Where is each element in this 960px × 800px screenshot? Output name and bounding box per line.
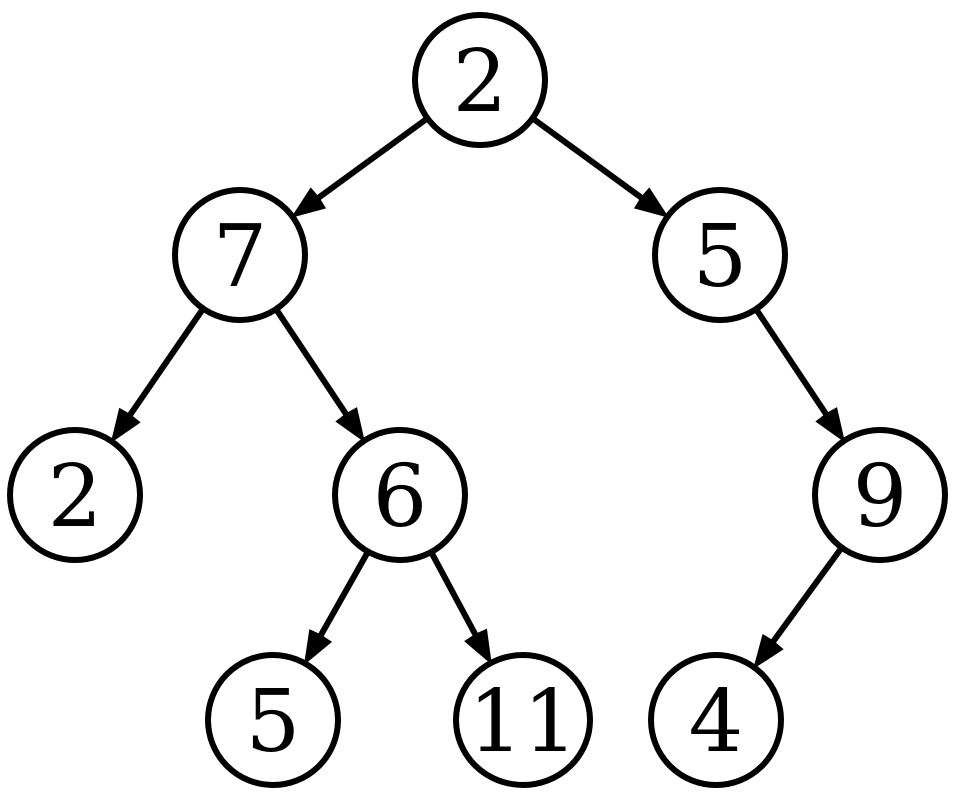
node-9-label: 9	[853, 447, 908, 547]
edge-6-to-5	[303, 551, 371, 666]
edge-9-to-4-line	[768, 546, 844, 647]
node-leaf-5-circle[interactable]	[205, 652, 341, 788]
edge-2-to-7-arrowhead	[290, 187, 327, 218]
node-7-label: 7	[213, 207, 268, 307]
edge-2-to-5	[531, 116, 670, 218]
edge-5-to-9-line	[754, 308, 831, 420]
node-leaf-11-label: 11	[468, 672, 577, 772]
edge-2-to-7-line	[313, 116, 429, 203]
edge-6-to-5-line	[316, 551, 371, 641]
edge-6-to-11	[429, 551, 492, 665]
edge-7-to-2	[110, 307, 206, 444]
edge-7-to-6-arrowhead	[335, 407, 366, 443]
node-leaf-5-label: 5	[246, 672, 301, 772]
node-9[interactable]: 9	[812, 427, 948, 563]
node-leaf-11[interactable]: 11	[453, 652, 593, 788]
node-leaf-2-circle[interactable]	[7, 427, 143, 563]
node-6-label: 6	[373, 447, 428, 547]
node-5-right[interactable]: 5	[652, 187, 788, 323]
edge-2-to-7	[290, 116, 429, 218]
edge-2-to-5-arrowhead	[633, 187, 670, 218]
edge-6-to-5-arrowhead	[303, 629, 333, 666]
edge-7-to-2-line	[125, 307, 206, 421]
edge-7-to-6-line	[274, 308, 351, 420]
edge-9-to-4	[753, 546, 844, 670]
node-leaf-4-label: 4	[689, 672, 744, 772]
node-root-2[interactable]: 2	[412, 12, 548, 148]
node-leaf-4[interactable]: 4	[648, 652, 784, 788]
node-7[interactable]: 7	[172, 187, 308, 323]
node-leaf-11-circle[interactable]	[453, 652, 593, 788]
node-6[interactable]: 6	[332, 427, 468, 563]
nodes-layer: 2 7 5 2 6 9 5 11 4	[7, 12, 948, 788]
edge-6-to-11-line	[429, 551, 481, 640]
edge-5-to-9-arrowhead	[815, 407, 846, 443]
node-leaf-5[interactable]: 5	[205, 652, 341, 788]
node-leaf-2-label: 2	[48, 447, 103, 547]
node-5-right-circle[interactable]	[652, 187, 788, 323]
edge-9-to-4-arrowhead	[753, 633, 784, 670]
edge-5-to-9	[754, 308, 846, 443]
node-root-2-circle[interactable]	[412, 12, 548, 148]
node-7-circle[interactable]	[172, 187, 308, 323]
edges-layer	[110, 116, 846, 670]
node-5-right-label: 5	[693, 207, 748, 307]
node-leaf-2[interactable]: 2	[7, 427, 143, 563]
edge-2-to-5-line	[531, 116, 647, 203]
node-leaf-4-circle[interactable]	[648, 652, 784, 788]
node-9-circle[interactable]	[812, 427, 948, 563]
edge-6-to-11-arrowhead	[464, 628, 492, 665]
node-6-circle[interactable]	[332, 427, 468, 563]
node-root-2-label: 2	[453, 32, 508, 132]
edge-7-to-6	[274, 308, 366, 443]
edge-7-to-2-arrowhead	[110, 407, 141, 444]
